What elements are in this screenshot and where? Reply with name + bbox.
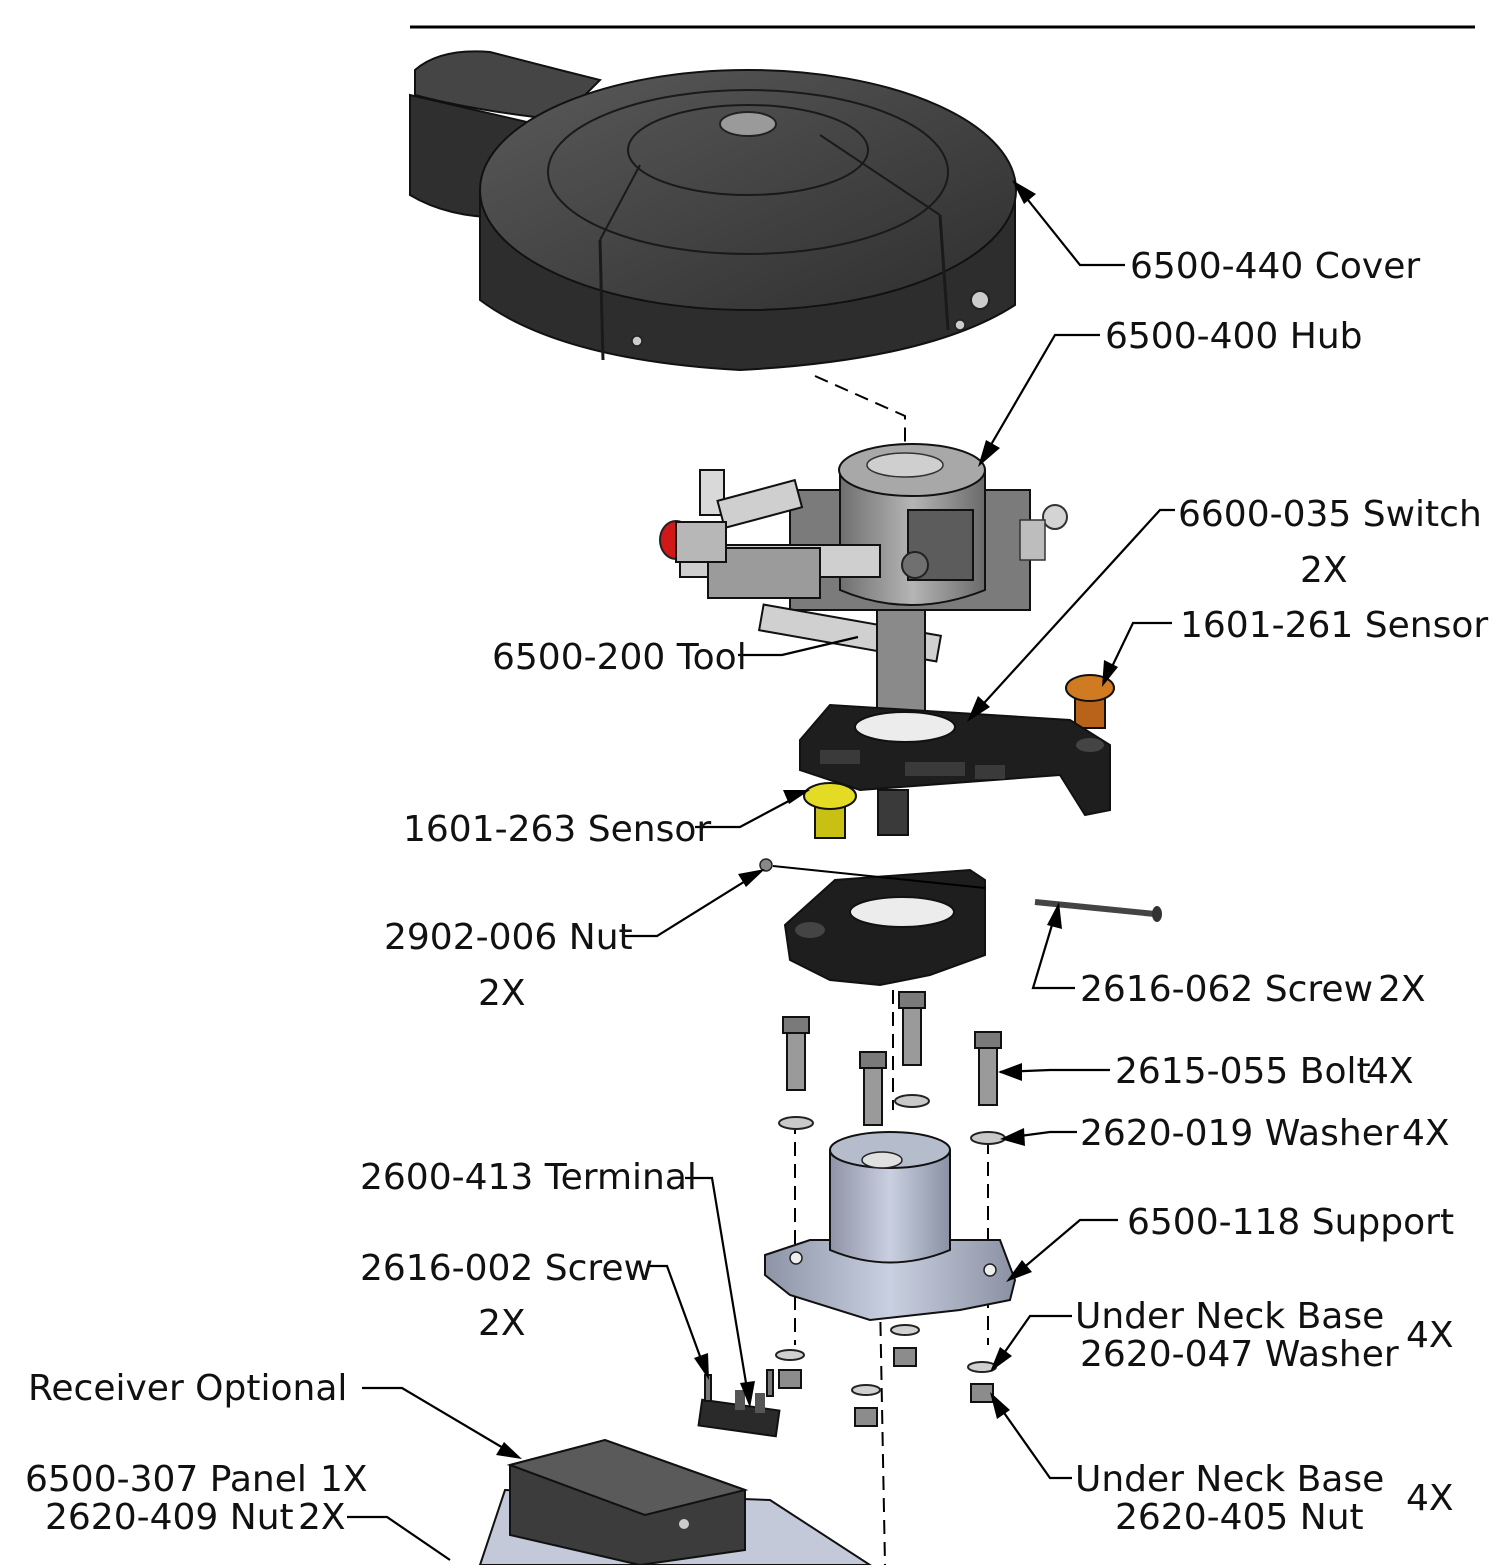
label-screw-002: 2616-002 Screw	[360, 1248, 653, 1289]
terminal-2600-413-part	[697, 1390, 781, 1438]
sensor-1601-263-part	[803, 782, 857, 839]
support-6500-118-part	[764, 1131, 1017, 1322]
shaft-gear-part	[877, 789, 909, 836]
leader-lines	[347, 180, 1175, 1561]
label-sensor-263: 1601-263 Sensor	[403, 809, 711, 850]
nuts-2620-405-part	[778, 1347, 994, 1427]
label-bolt-055: 2615-055 Bolt	[1115, 1051, 1371, 1092]
label-nut-405-line2: 2620-405 Nut	[1115, 1497, 1364, 1538]
label-support: 6500-118 Support	[1127, 1202, 1454, 1243]
bolts-2615-055-part	[782, 991, 1002, 1126]
switch-bracket-upper-part	[799, 703, 1111, 817]
label-screw-062-qty: 2X	[1378, 969, 1426, 1010]
label-nut-405-qty: 4X	[1406, 1478, 1454, 1519]
label-switch: 6600-035 Switch	[1178, 494, 1482, 535]
label-nut-006-qty: 2X	[478, 973, 526, 1014]
label-screw-002-qty: 2X	[478, 1303, 526, 1344]
label-tool: 6500-200 Tool	[492, 637, 747, 678]
bracket-lower-part	[783, 868, 986, 987]
label-cover: 6500-440 Cover	[1130, 246, 1420, 287]
washers-2620-019-part	[778, 1094, 1006, 1145]
tool-part	[659, 469, 943, 751]
label-nut-409: 2620-409 Nut	[45, 1497, 294, 1538]
washers-2620-047-part	[775, 1324, 997, 1396]
label-washer-019-qty: 4X	[1402, 1113, 1450, 1154]
label-switch-qty: 2X	[1300, 550, 1348, 591]
label-screw-062: 2616-062 Screw	[1080, 969, 1373, 1010]
receiver-part	[506, 1438, 749, 1565]
label-sensor-261: 1601-261 Sensor	[1180, 605, 1488, 646]
label-washer-047-qty: 4X	[1406, 1315, 1454, 1356]
label-nut-006: 2902-006 Nut	[384, 917, 633, 958]
label-washer-047-line2: 2620-047 Washer	[1080, 1334, 1399, 1375]
screw-2616-062-part	[1034, 899, 1162, 922]
label-hub: 6500-400 Hub	[1105, 316, 1363, 357]
nut-2902-006-part	[759, 858, 773, 872]
label-washer-047-line1: Under Neck Base	[1075, 1296, 1384, 1337]
assembly-centerline-upper	[814, 375, 906, 465]
label-nut-405-line1: Under Neck Base	[1075, 1459, 1384, 1500]
label-terminal: 2600-413 Terminal	[360, 1157, 697, 1198]
label-nut-409-qty: 2X	[298, 1497, 346, 1538]
cover-part	[409, 50, 1017, 372]
label-panel: 6500-307 Panel	[25, 1459, 307, 1500]
label-receiver: Receiver Optional	[28, 1368, 347, 1409]
sensor-1601-261-part	[1065, 674, 1115, 729]
hub-part	[789, 443, 1068, 611]
label-bolt-055-qty: 4X	[1366, 1051, 1414, 1092]
label-panel-qty: 1X	[320, 1459, 368, 1500]
label-washer-019: 2620-019 Washer	[1080, 1113, 1399, 1154]
